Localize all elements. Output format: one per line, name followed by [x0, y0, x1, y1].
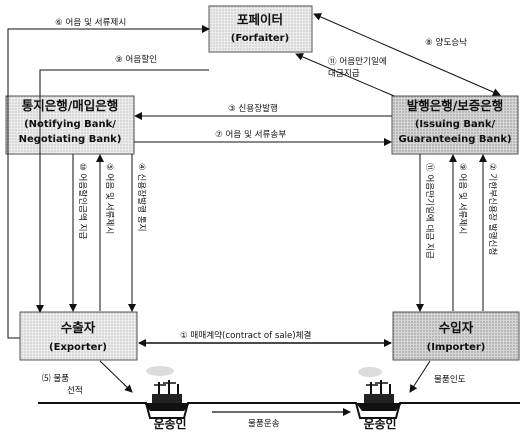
importer-title: 수입자	[439, 320, 474, 335]
issuing-bank-title: 발행은행/보증은행	[407, 98, 504, 113]
exporter-subtitle: (Exporter)	[49, 342, 107, 353]
label-s9v: ⑨ 어음 및 서류제시	[457, 163, 469, 234]
label-s5a: ⑸ 물품	[42, 372, 69, 384]
arrow-s9	[36, 69, 209, 313]
label-s2: ② 기한부신용장 발행신청	[487, 163, 499, 255]
importer-box: 수입자 (Importer)	[392, 311, 520, 361]
forfaiter-box: 포페이터 (Forfaiter)	[208, 5, 313, 53]
arrow-s8	[313, 13, 501, 96]
arrow-s5a	[99, 360, 133, 393]
label-s11b: 대금지급	[328, 68, 360, 79]
label-delivery: 물품인도	[434, 374, 466, 385]
label-s1: ① 매매계약(contract of sale)체결	[180, 329, 312, 341]
label-carrier-2: 운송인	[363, 416, 396, 431]
issuing-bank-subtitle-2: Guaranteeing Bank)	[398, 134, 511, 145]
arrow-s6	[7, 25, 210, 339]
importer-subtitle: (Importer)	[427, 342, 486, 353]
exporter-title: 수출자	[61, 320, 96, 335]
label-s3: ③ 신용장발행	[228, 102, 278, 114]
label-s9: ⑨ 어음할인	[115, 54, 157, 65]
notifying-bank-title: 통지은행/매입은행	[22, 98, 119, 113]
label-s5a2: 선적	[67, 384, 83, 396]
notifying-bank-subtitle-2: Negotiating Bank)	[19, 134, 122, 145]
notifying-bank-subtitle-1: (Notifying Bank/	[24, 119, 116, 130]
arrow-delivery	[409, 360, 431, 393]
label-s11a: ⑪ 어음만기일에	[328, 56, 387, 67]
ship-icon	[144, 366, 190, 411]
label-s11v: ⑪ 어음만기일에 대금 지급	[424, 163, 435, 259]
label-s8: ⑧ 양도승낙	[425, 37, 467, 48]
label-s7: ⑦ 어음 및 서류송부	[215, 128, 286, 140]
issuing-bank-box: 발행은행/보증은행 (Issuing Bank/ Guaranteeing Ba…	[391, 95, 519, 155]
sea-line	[38, 402, 520, 419]
ship-icon	[356, 367, 402, 411]
exporter-box: 수출자 (Exporter)	[19, 311, 138, 361]
forfaiter-title: 포페이터	[237, 12, 283, 27]
label-carrier-1: 운송인	[153, 416, 186, 431]
notifying-bank-box: 통지은행/매입은행 (Notifying Bank/ Negotiating B…	[5, 95, 135, 155]
arrow-s11	[295, 53, 395, 97]
label-s5b: ⑤ 어음 및 서류제시	[104, 163, 116, 234]
label-transport: 물품운송	[248, 418, 280, 429]
forfaiter-subtitle: (Forfaiter)	[231, 33, 289, 44]
label-s10: ⑩ 어음할인금액 지급	[77, 163, 89, 240]
label-s6: ⑥ 어음 및 서류제시	[55, 16, 126, 28]
issuing-bank-subtitle-1: (Issuing Bank/	[415, 119, 496, 130]
label-s4: ④ 신용장발행 통지	[136, 163, 148, 232]
